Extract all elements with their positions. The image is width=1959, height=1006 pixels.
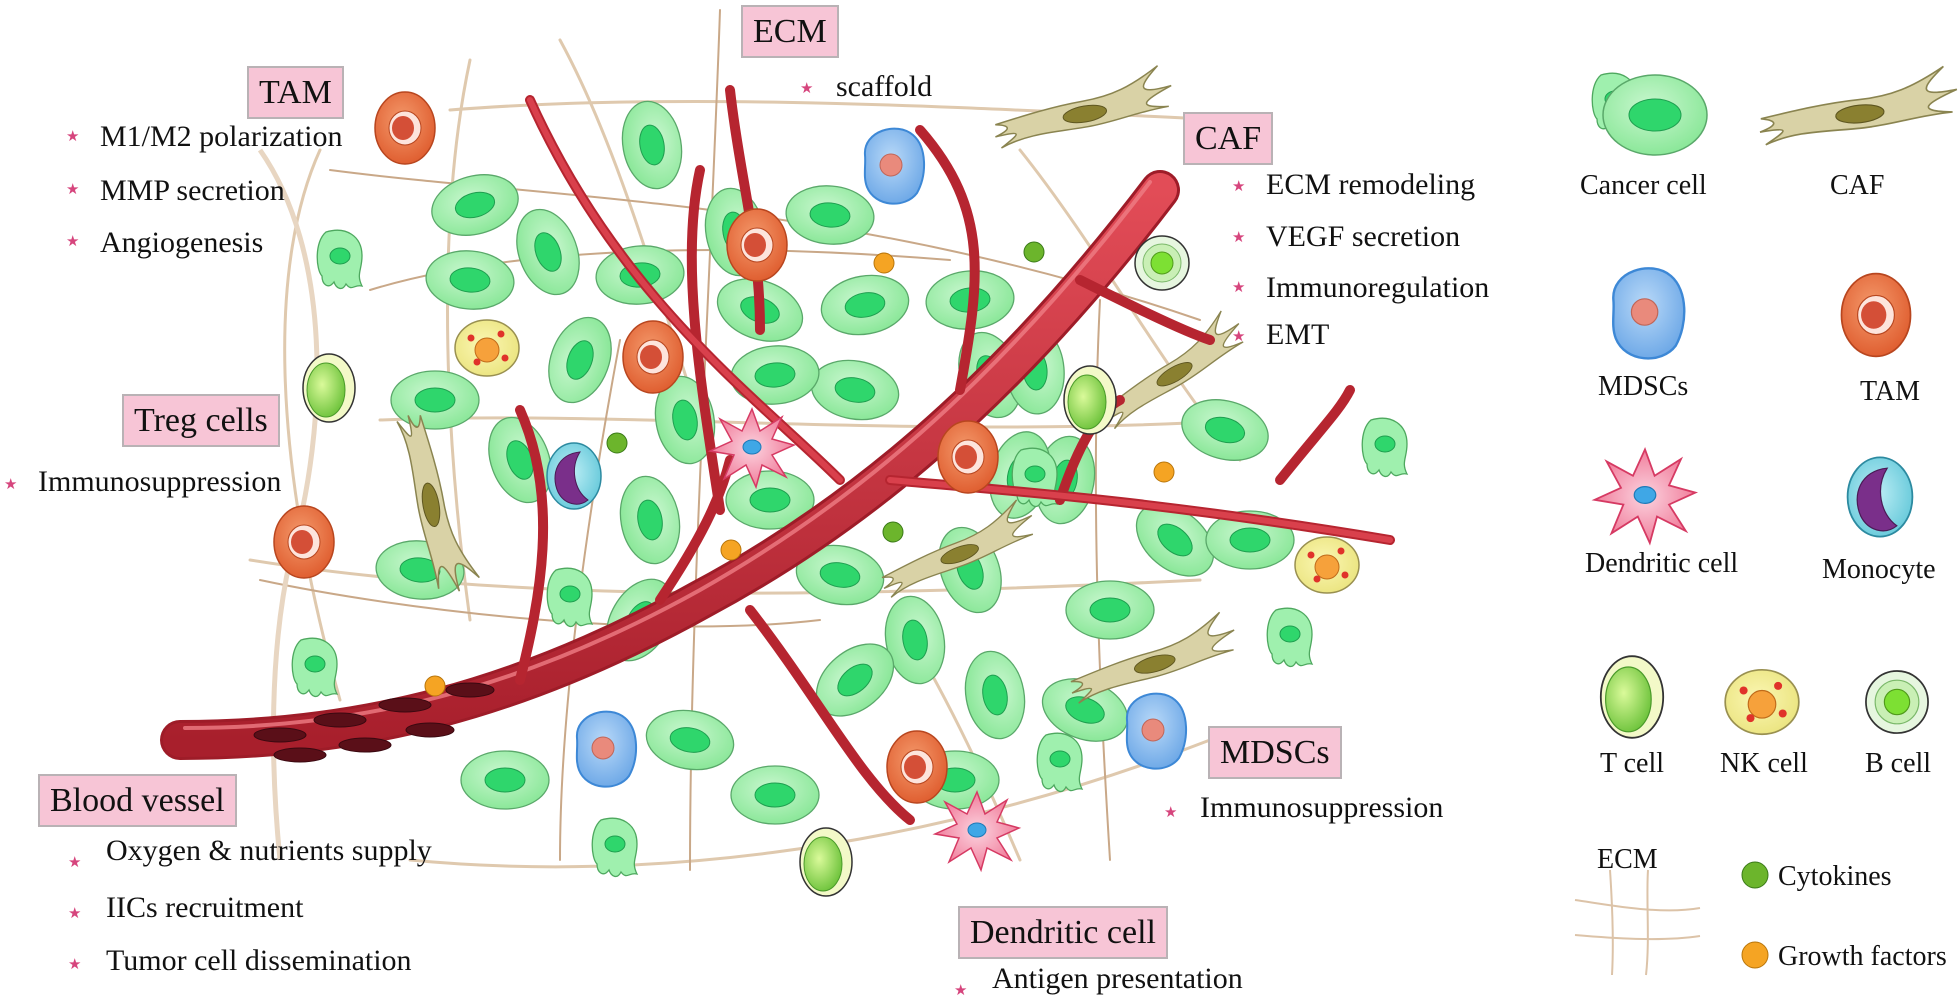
tam-tag: TAM	[247, 66, 344, 119]
star-icon: ★	[954, 983, 968, 999]
star-icon: ★	[66, 129, 80, 145]
tam-item-2: Angiogenesis	[100, 226, 264, 259]
ecm-tag: ECM	[741, 5, 839, 58]
legend-caf: CAF	[1830, 170, 1885, 201]
legend-t-cell: T cell	[1600, 748, 1665, 779]
star-icon: ★	[800, 81, 814, 97]
star-icon: ★	[1232, 329, 1246, 345]
caf-item-1: VEGF secretion	[1266, 220, 1461, 253]
ecm-item-0: scaffold	[836, 70, 933, 103]
caf-item-3: EMT	[1266, 318, 1330, 351]
mdscs-item-0: Immunosuppression	[1200, 791, 1444, 824]
star-icon: ★	[66, 234, 80, 250]
caf-item-2: Immunoregulation	[1266, 271, 1490, 304]
star-icon: ★	[1232, 230, 1246, 246]
treg-item-0: Immunosuppression	[38, 465, 282, 498]
legend-tam: TAM	[1860, 376, 1920, 407]
legend-mdscs: MDSCs	[1598, 371, 1689, 402]
dendritic-item-0: Antigen presentation	[992, 962, 1243, 995]
blood-vessel-item-0: Oxygen & nutrients supply	[106, 834, 432, 867]
scattered-molecules	[424, 241, 1175, 697]
treg-tag: Treg cells	[122, 394, 280, 447]
star-icon: ★	[68, 957, 82, 973]
star-icon: ★	[68, 855, 82, 871]
star-icon: ★	[1232, 179, 1246, 195]
blood-vessel-item-2: Tumor cell dissemination	[106, 944, 412, 977]
legend-nk-cell: NK cell	[1720, 748, 1808, 779]
star-icon: ★	[66, 182, 80, 198]
caf-item-0: ECM remodeling	[1266, 168, 1476, 201]
star-icon: ★	[1164, 805, 1178, 821]
tam-item-0: M1/M2 polarization	[100, 120, 343, 153]
legend-b-cell: B cell	[1865, 748, 1932, 779]
legend-growth-factors: Growth factors	[1778, 941, 1947, 972]
mdscs-tag: MDSCs	[1208, 726, 1342, 779]
legend-dendritic-cell: Dendritic cell	[1585, 548, 1739, 579]
legend-icons	[1574, 64, 1959, 976]
tam-item-1: MMP secretion	[100, 174, 285, 207]
blood-vessels	[160, 85, 1395, 825]
star-icon: ★	[1232, 280, 1246, 296]
star-icon: ★	[68, 906, 82, 922]
caf-tag: CAF	[1183, 112, 1274, 165]
legend-cancer-cell: Cancer cell	[1580, 170, 1707, 201]
dendritic-tag: Dendritic cell	[958, 906, 1168, 959]
legend-ecm: ECM	[1597, 844, 1658, 875]
blood-vessel-item-1: IICs recruitment	[106, 891, 304, 924]
legend-cytokines: Cytokines	[1778, 861, 1892, 892]
blood-vessel-tag: Blood vessel	[38, 774, 237, 827]
legend-monocyte: Monocyte	[1822, 554, 1936, 585]
star-icon: ★	[4, 477, 18, 493]
